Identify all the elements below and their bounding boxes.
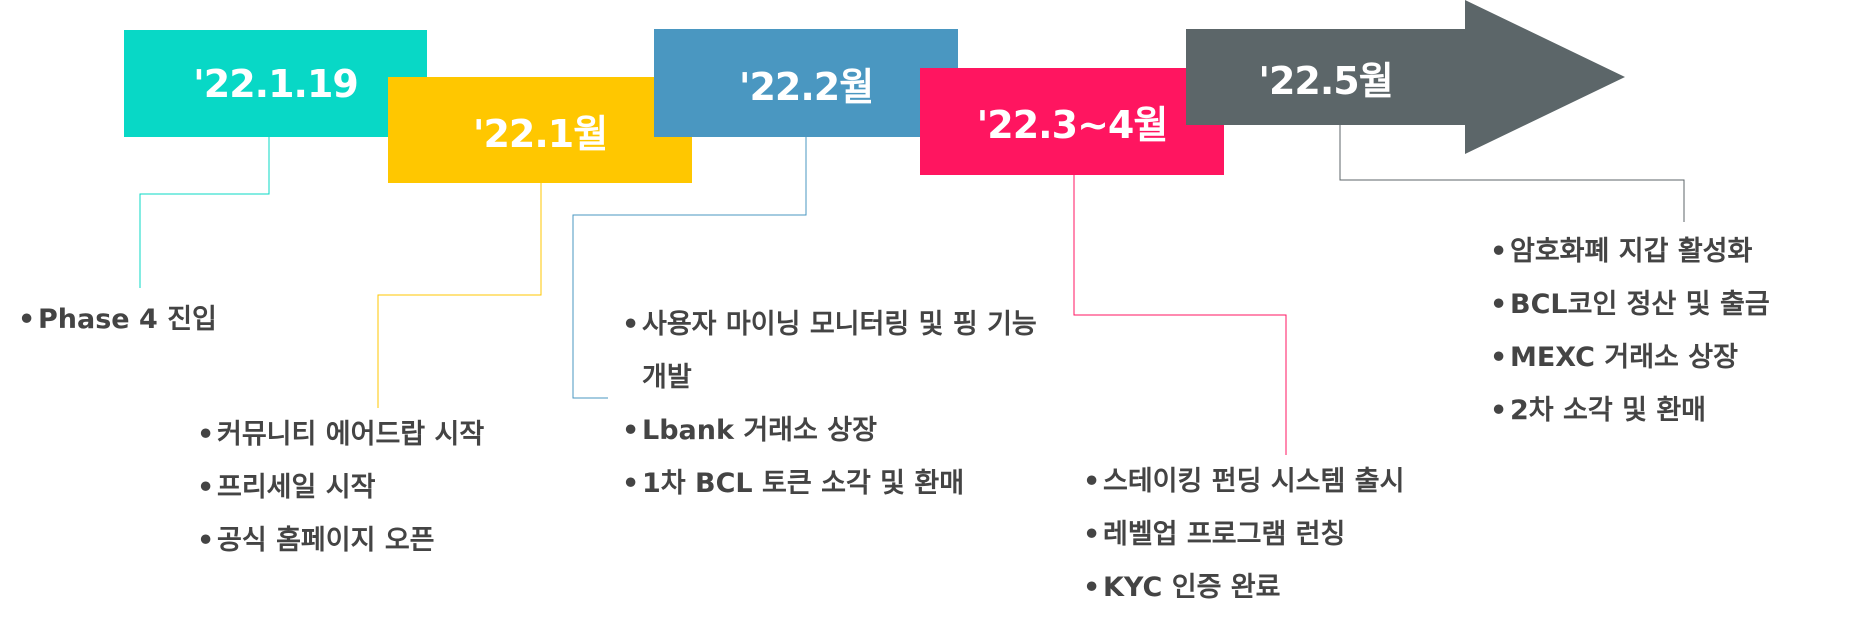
stage-4-label: '22.3~4월 xyxy=(976,103,1169,147)
stage-3-items: 사용자 마이닝 모니터링 및 핑 기능 개발 Lbank 거래소 상장 1차 B… xyxy=(622,298,1042,510)
stage-3-label: '22.2월 xyxy=(738,64,874,109)
list-item: 암호화폐 지갑 활성화 xyxy=(1490,225,1770,278)
stage-1-bar xyxy=(124,30,427,137)
stage-1-label: '22.1.19 xyxy=(193,61,359,106)
list-item: 커뮤니티 에어드랍 시작 xyxy=(197,408,484,461)
list-item: 사용자 마이닝 모니터링 및 핑 기능 개발 xyxy=(622,298,1042,404)
list-item: 공식 홈페이지 오픈 xyxy=(197,514,484,567)
list-item: 스테이킹 펀딩 시스템 출시 xyxy=(1083,455,1404,508)
stage-2-label: '22.1월 xyxy=(472,111,608,156)
list-item: MEXC 거래소 상장 xyxy=(1490,331,1770,384)
stage-1-items: Phase 4 진입 xyxy=(18,293,217,346)
stage-3-bar xyxy=(654,29,958,137)
stage-2-items: 커뮤니티 에어드랍 시작 프리세일 시작 공식 홈페이지 오픈 xyxy=(197,408,484,567)
stage-1-connector xyxy=(139,137,270,288)
list-item: 1차 BCL 토큰 소각 및 환매 xyxy=(622,457,1042,510)
list-item: Phase 4 진입 xyxy=(18,293,217,346)
stage-5-arrow xyxy=(1186,0,1625,154)
stage-5-items: 암호화폐 지갑 활성화 BCL코인 정산 및 출금 MEXC 거래소 상장 2차… xyxy=(1490,225,1770,437)
stage-5-connector xyxy=(1339,125,1685,222)
list-item: Lbank 거래소 상장 xyxy=(622,404,1042,457)
list-item: 프리세일 시작 xyxy=(197,461,484,514)
stage-4-items: 스테이킹 펀딩 시스템 출시 레벨업 프로그램 런칭 KYC 인증 완료 xyxy=(1083,455,1404,614)
stage-5-label: '22.5월 xyxy=(1258,58,1393,103)
list-item: 2차 소각 및 환매 xyxy=(1490,384,1770,437)
stage-4-connector xyxy=(1073,175,1287,455)
list-item: BCL코인 정산 및 출금 xyxy=(1490,278,1770,331)
list-item: KYC 인증 완료 xyxy=(1083,561,1404,614)
stage-4-bar xyxy=(920,68,1224,175)
list-item: 레벨업 프로그램 런칭 xyxy=(1083,508,1404,561)
stage-3-connector xyxy=(572,137,807,399)
stage-2-connector xyxy=(377,183,542,408)
stage-2-bar xyxy=(388,77,692,183)
